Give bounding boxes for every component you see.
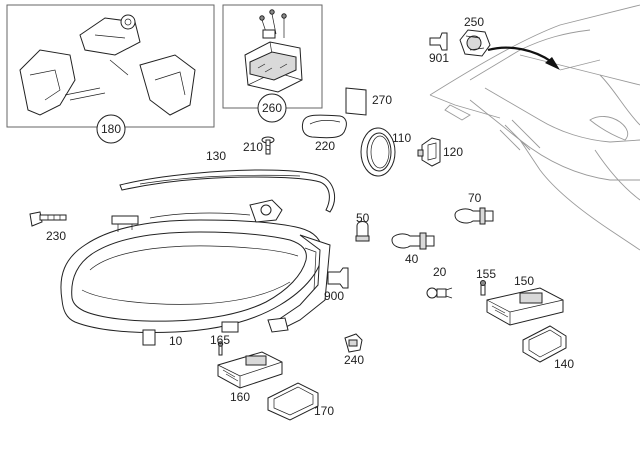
bulb-40 xyxy=(391,232,435,250)
control-module-260 xyxy=(244,9,303,93)
label-165: 165 xyxy=(210,333,230,347)
label-901: 901 xyxy=(429,51,449,65)
label-170: 170 xyxy=(314,404,334,418)
trim-strip-130 xyxy=(119,169,336,213)
label-250: 250 xyxy=(464,15,484,29)
label-10: 10 xyxy=(169,334,183,348)
label-155: 155 xyxy=(476,267,496,281)
ballast-160 xyxy=(217,351,283,389)
connector-240 xyxy=(344,333,363,353)
part-901 xyxy=(429,32,448,51)
screw-165 xyxy=(217,341,224,356)
gasket-170 xyxy=(267,382,319,421)
headlamp-housing-10 xyxy=(60,199,331,346)
callout-circle-260 xyxy=(257,93,287,123)
label-140: 140 xyxy=(554,357,574,371)
label-130: 130 xyxy=(206,149,226,163)
gasket-270 xyxy=(345,87,367,116)
part-250 xyxy=(459,29,491,57)
label-220: 220 xyxy=(315,139,335,153)
label-70: 70 xyxy=(468,191,482,205)
ballast-150 xyxy=(486,287,564,326)
label-120: 120 xyxy=(443,145,463,159)
label-260: 260 xyxy=(262,101,282,115)
label-900: 900 xyxy=(324,289,344,303)
bulb-20 xyxy=(426,287,453,299)
arrow-to-vehicle xyxy=(487,46,553,63)
label-230: 230 xyxy=(46,229,66,243)
label-180: 180 xyxy=(101,122,121,136)
label-240: 240 xyxy=(344,353,364,367)
screw-155 xyxy=(480,280,486,296)
label-110: 110 xyxy=(392,131,411,145)
cover-220 xyxy=(301,114,347,139)
callout-circle-180 xyxy=(96,114,126,144)
label-20: 20 xyxy=(433,265,447,279)
bracket-set-180 xyxy=(19,14,196,116)
ring-110 xyxy=(360,127,396,177)
label-210: 210 xyxy=(243,140,263,154)
bulb-50 xyxy=(355,221,370,242)
label-160: 160 xyxy=(230,390,250,404)
label-270: 270 xyxy=(372,93,392,107)
bolt-230 xyxy=(29,211,67,227)
arrow-head xyxy=(545,57,560,70)
connector-900 xyxy=(327,267,349,289)
screw-210 xyxy=(261,136,275,155)
bulb-70 xyxy=(454,207,494,225)
holder-120 xyxy=(417,137,441,167)
label-150: 150 xyxy=(514,274,534,288)
vehicle-outline xyxy=(429,4,640,251)
label-40: 40 xyxy=(405,252,419,266)
label-50: 50 xyxy=(356,211,370,225)
